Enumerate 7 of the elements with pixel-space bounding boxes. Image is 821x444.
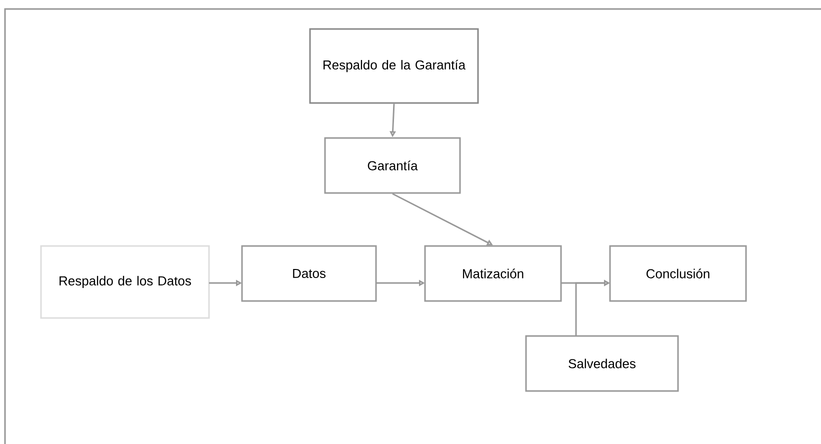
process-box: Conclusión [609,245,747,302]
process-box: Datos [241,245,377,302]
process-box: Respaldo de los Datos [40,245,210,319]
process-box: Salvedades [525,335,679,392]
process-box: Respaldo de la Garantía [309,28,479,104]
process-box: Garantía [324,137,461,194]
process-box: Matización [424,245,562,302]
